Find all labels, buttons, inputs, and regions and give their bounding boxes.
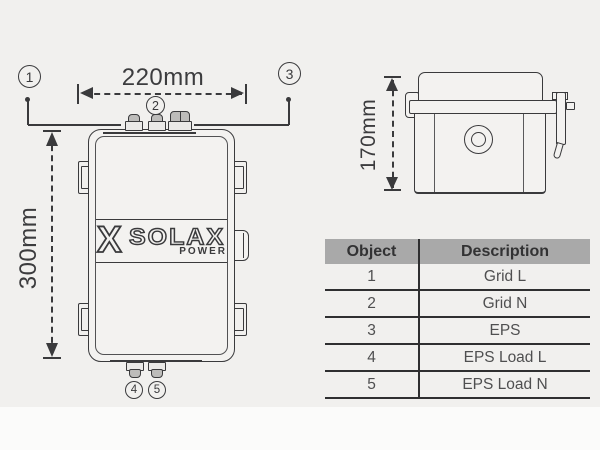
table-row: 2 Grid N xyxy=(325,291,590,318)
dim-170-end-bar-top xyxy=(384,76,401,79)
callout-5-eps-load-n: 5 xyxy=(148,381,166,399)
side-view-latch-pin xyxy=(566,102,575,110)
side-view-inner-line-right xyxy=(523,114,525,192)
latch-right-middle xyxy=(234,230,249,261)
callout-2-grid-n: 2 xyxy=(146,96,165,115)
dim-170-arrowhead-bottom xyxy=(386,177,398,190)
enclosure-bottom-rim xyxy=(110,359,202,362)
gland-eps-base xyxy=(168,121,192,131)
logo-band-top-line xyxy=(96,219,227,221)
dim-170-end-bar-bottom xyxy=(384,189,401,192)
dim-220-end-bar-left xyxy=(77,84,80,104)
dim-220-arrowhead-left xyxy=(80,87,93,99)
callout-4-eps-load-l: 4 xyxy=(125,381,143,399)
callout-1-leader-vline xyxy=(27,101,29,125)
dim-220-dashed-line xyxy=(84,92,242,95)
object-number: 5 xyxy=(325,372,420,397)
object-description: EPS Load N xyxy=(462,375,548,393)
gland-eps-load-n-cap xyxy=(151,369,163,378)
dim-170-dashed-line xyxy=(391,80,394,188)
object-description: EPS Load L xyxy=(463,348,547,366)
object-number: 3 xyxy=(325,318,420,343)
enclosure-top-rim xyxy=(103,131,196,134)
parts-table-header-object: Object xyxy=(325,239,420,264)
enclosure-front-outer xyxy=(88,129,235,362)
table-row: 3 EPS xyxy=(325,318,590,345)
callout-3-eps: 3 xyxy=(278,62,301,85)
dim-170-arrowhead-top xyxy=(386,78,398,91)
object-number: 2 xyxy=(325,291,420,316)
power-wordmark: POWER xyxy=(179,246,227,257)
object-description: EPS xyxy=(489,321,521,339)
solax-x-logo-icon: X xyxy=(96,219,122,260)
latch-right-middle-line xyxy=(243,233,245,258)
table-row: 1 Grid L xyxy=(325,264,590,291)
logo-band-bottom-line xyxy=(96,262,227,264)
gland-grid-n-base xyxy=(148,121,166,131)
dim-300-end-bar-top xyxy=(43,130,61,133)
table-row: 5 EPS Load N xyxy=(325,372,590,399)
side-view-lid xyxy=(418,72,543,104)
callout-3-leader-vline xyxy=(288,101,290,125)
parts-table-header-description: Description xyxy=(460,242,549,260)
callout-1-grid-l: 1 xyxy=(18,65,41,88)
parts-table: Object Description 1 Grid L 2 Grid N 3 E… xyxy=(325,239,590,399)
gland-eps-cap-divider xyxy=(179,112,181,122)
callout-3-leader-hline xyxy=(194,124,289,126)
dim-300-end-bar-bottom xyxy=(43,357,61,360)
callout-3-leader-dot xyxy=(286,97,291,102)
table-row: 4 EPS Load L xyxy=(325,345,590,372)
side-view-latch-bar xyxy=(556,92,566,145)
side-view-flange xyxy=(409,100,557,114)
dim-300-arrowhead-bottom xyxy=(45,343,58,357)
object-description: Grid L xyxy=(483,267,527,285)
object-number: 4 xyxy=(325,345,420,370)
dim-300-label: 300mm xyxy=(15,206,42,290)
side-view-latch-hook xyxy=(552,142,564,160)
dim-220-label: 220mm xyxy=(121,64,205,91)
solax-wordmark: SOLAX xyxy=(128,224,226,250)
callout-1-leader-hline xyxy=(28,124,121,126)
enclosure-front-inner xyxy=(95,136,228,355)
gland-eps-load-l-cap xyxy=(129,369,141,378)
object-description: Grid N xyxy=(482,294,528,312)
dim-300-dashed-line xyxy=(51,135,53,353)
callout-1-leader-dot xyxy=(25,97,30,102)
object-number: 1 xyxy=(325,264,420,289)
dim-220-end-bar-right xyxy=(245,84,248,104)
side-view-inner-line-left xyxy=(434,114,436,192)
dim-220-arrowhead-right xyxy=(231,87,244,99)
dim-170-label: 170mm xyxy=(357,98,380,172)
side-view-gland-inner-circle xyxy=(471,132,486,147)
dim-300-arrowhead-top xyxy=(45,132,58,146)
page-bottom-strip xyxy=(0,407,600,450)
parts-table-header-row: Object Description xyxy=(325,239,590,264)
gland-grid-l-base xyxy=(125,121,143,131)
